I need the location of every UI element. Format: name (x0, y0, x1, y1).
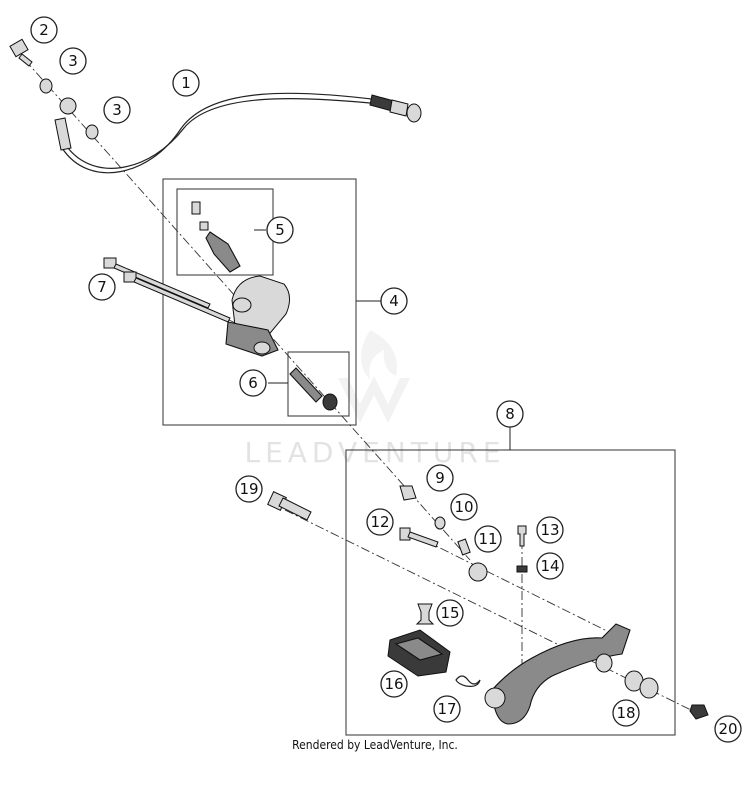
banjo-bolt (9, 38, 33, 67)
svg-text:19: 19 (239, 480, 258, 498)
leader-lines (254, 229, 511, 450)
collar (468, 562, 488, 582)
push-rod (289, 367, 338, 411)
callout-13[interactable]: 13 (536, 516, 564, 544)
brake-master-cylinder (225, 275, 290, 357)
svg-text:1: 1 (181, 74, 191, 92)
callout-19[interactable]: 19 (235, 475, 263, 503)
callout-11[interactable]: 11 (474, 525, 502, 553)
svg-text:4: 4 (389, 292, 399, 310)
svg-text:15: 15 (440, 604, 459, 622)
pivot-nut (689, 704, 709, 720)
callout-8[interactable]: 8 (496, 400, 524, 428)
svg-text:7: 7 (97, 278, 107, 296)
pivot-bolt (267, 491, 312, 521)
svg-text:20: 20 (718, 720, 737, 738)
rubber-stop (415, 603, 435, 625)
credit-text: Rendered by LeadVenture, Inc. (292, 738, 458, 752)
nut-14 (516, 565, 528, 573)
svg-text:14: 14 (540, 557, 559, 575)
svg-text:3: 3 (68, 52, 78, 70)
mounting-bolts (103, 257, 231, 323)
svg-text:17: 17 (437, 700, 456, 718)
bolt-13 (517, 525, 527, 547)
callout-7[interactable]: 7 (88, 273, 116, 301)
callout-20[interactable]: 20 (714, 715, 742, 743)
axis-line-bolt-12 (409, 532, 626, 641)
clevis-pin (457, 538, 471, 556)
bearing-2 (639, 677, 659, 699)
callout-16[interactable]: 16 (380, 670, 408, 698)
callout-3-upper[interactable]: 3 (59, 47, 87, 75)
callout-3-lower[interactable]: 3 (103, 96, 131, 124)
callout-15[interactable]: 15 (436, 599, 464, 627)
svg-text:12: 12 (370, 513, 389, 531)
brake-hose (54, 92, 422, 174)
brake-pedal (484, 623, 631, 725)
svg-text:10: 10 (454, 498, 473, 516)
group-box-4 (162, 178, 357, 426)
svg-text:13: 13 (540, 521, 559, 539)
callout-4[interactable]: 4 (380, 287, 408, 315)
callout-10[interactable]: 10 (450, 493, 478, 521)
lock-nut (399, 485, 417, 501)
svg-text:8: 8 (505, 405, 515, 423)
svg-text:16: 16 (384, 675, 403, 693)
sealing-washer-lower (85, 124, 99, 140)
fitting-kit (191, 201, 241, 273)
callout-2[interactable]: 2 (30, 16, 58, 44)
callout-12[interactable]: 12 (366, 508, 394, 536)
watermark-text: LEADVENTURE (244, 436, 505, 469)
callout-6[interactable]: 6 (239, 369, 267, 397)
svg-text:5: 5 (275, 221, 285, 239)
washer (434, 516, 446, 530)
brake-pedal-tip (387, 629, 451, 677)
bolt-12 (399, 527, 439, 548)
svg-text:11: 11 (478, 530, 497, 548)
axis-line-brake-cylinder (24, 59, 471, 561)
sealing-washer-upper (39, 78, 53, 94)
callout-1[interactable]: 1 (172, 69, 200, 97)
callout-18[interactable]: 18 (612, 699, 640, 727)
callout-5[interactable]: 5 (266, 216, 294, 244)
callout-14[interactable]: 14 (536, 552, 564, 580)
return-spring (455, 675, 481, 687)
svg-text:2: 2 (39, 21, 49, 39)
callout-9[interactable]: 9 (426, 464, 454, 492)
svg-text:3: 3 (112, 101, 122, 119)
svg-text:18: 18 (616, 704, 635, 722)
svg-text:9: 9 (435, 469, 445, 487)
callout-17[interactable]: 17 (433, 695, 461, 723)
group-box-6 (287, 351, 350, 417)
svg-text:6: 6 (248, 374, 258, 392)
